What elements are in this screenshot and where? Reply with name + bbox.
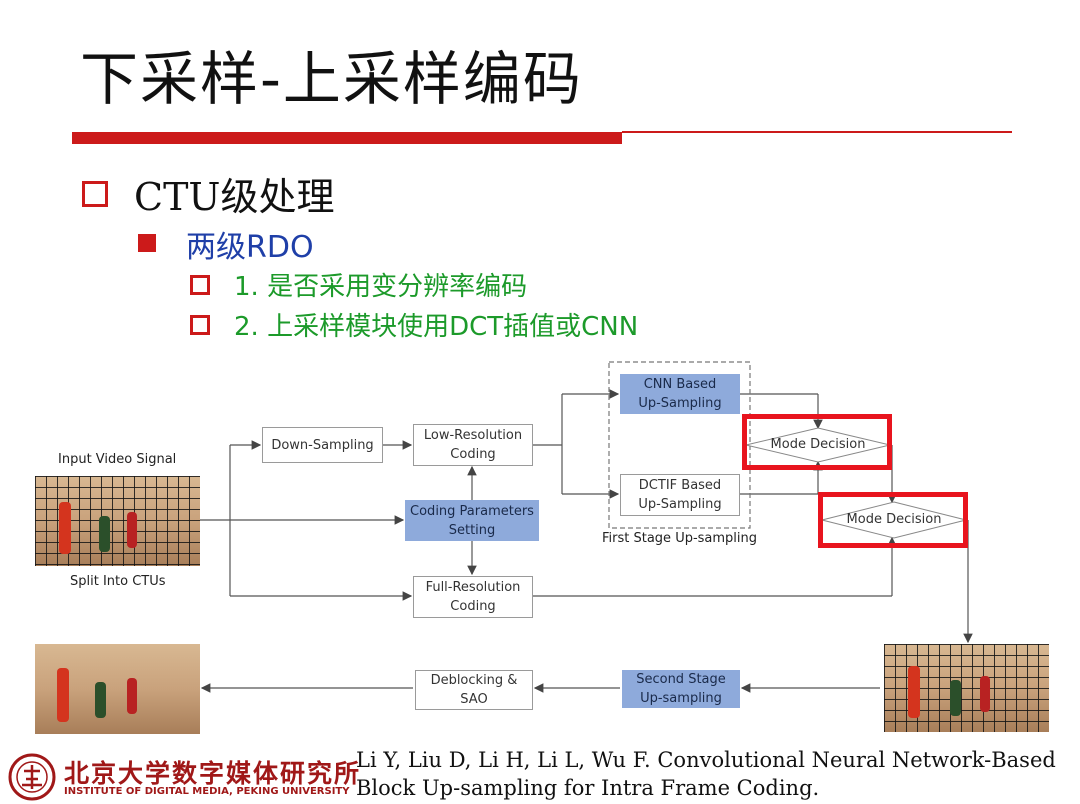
citation-line-1: Li Y, Liu D, Li H, Li L, Wu F. Convoluti… [356, 748, 1056, 772]
citation-line-2: Block Up-sampling for Intra Frame Coding… [356, 776, 820, 800]
full-resolution-coding-box: Full-Resolution Coding [413, 576, 533, 618]
bullet-level3-text: 1. 是否采用变分辨率编码 [234, 272, 528, 302]
title-rule-thick [72, 132, 622, 144]
low-resolution-coding-box: Low-Resolution Coding [413, 424, 533, 466]
split-into-ctus-label: Split Into CTUs [70, 574, 166, 589]
institute-name-cn: 北京大学数字媒体研究所 [64, 759, 362, 788]
input-frame-grid-image [35, 476, 200, 566]
hollow-square-bullet-icon [82, 181, 108, 207]
reconstructed-frame-image [35, 644, 200, 734]
down-sampling-box: Down-Sampling [262, 427, 383, 463]
cnn-upsampling-box: CNN Based Up-Sampling [620, 374, 740, 414]
diagram-connectors [200, 361, 973, 693]
bullet-level1-text: CTU级处理 [134, 175, 335, 219]
coding-parameters-setting-box: Coding Parameters Setting [405, 500, 539, 541]
title-rule-thin [622, 131, 1012, 133]
deblocking-sao-box: Deblocking & SAO [415, 670, 533, 710]
bullet-level2-text: 两级RDO [186, 230, 314, 265]
bullet-level3-text: 2. 上采样模块使用DCT插值或CNN [234, 312, 639, 342]
institute-name-en: INSTITUTE OF DIGITAL MEDIA, PEKING UNIVE… [64, 786, 350, 797]
second-stage-upsampling-box: Second Stage Up-sampling [622, 670, 740, 708]
dctif-upsampling-box: DCTIF Based Up-Sampling [620, 474, 740, 516]
first-stage-upsampling-label: First Stage Up-sampling [602, 531, 758, 546]
paper-citation: Li Y, Liu D, Li H, Li L, Wu F. Convoluti… [356, 746, 1056, 802]
filled-square-bullet-icon [138, 234, 156, 252]
hollow-square-bullet-icon [190, 315, 210, 335]
mode-decision-2-label: Mode Decision [846, 512, 942, 527]
input-video-signal-label: Input Video Signal [58, 452, 177, 467]
peking-university-seal-icon [8, 753, 56, 801]
mode-decision-1-label: Mode Decision [770, 437, 866, 452]
mode-decision-2-highlight [818, 492, 968, 548]
slide-title: 下采样-上采样编码 [80, 45, 583, 113]
mode-decision-1-highlight [742, 414, 892, 470]
codec-flow-diagram: Input Video Signal Split Into CTUs Down-… [0, 352, 1080, 748]
output-frame-grid-image [884, 644, 1049, 732]
hollow-square-bullet-icon [190, 275, 210, 295]
